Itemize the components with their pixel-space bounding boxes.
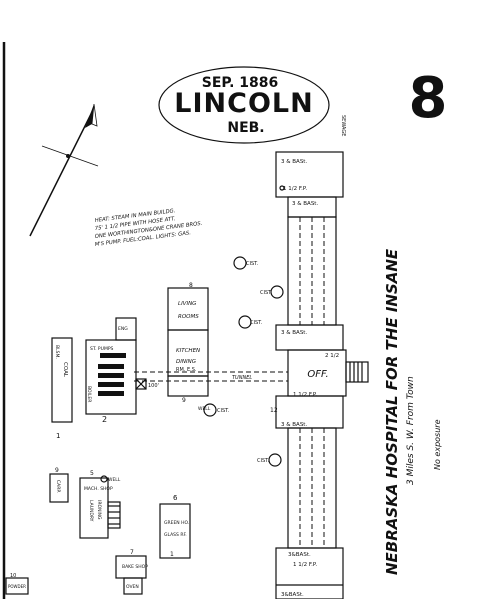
shops-cluster: CARP. 9 5 MACH. SHOP LAUNDRY IRONING WEL…	[49, 467, 121, 539]
label-glass-rf: GLASS RF.	[164, 532, 187, 538]
label-boiler: BOILER	[86, 386, 92, 402]
label-engine: ENG	[118, 326, 128, 332]
city-name: LINCOLN	[174, 88, 313, 119]
tunnel: TUNNEL	[134, 371, 288, 382]
number-1b: 1	[170, 551, 174, 558]
number-6: 6	[173, 494, 178, 502]
label-two-half: 2 1/2	[325, 353, 339, 359]
north-arrow-icon	[29, 103, 99, 237]
number-12: 12	[270, 407, 278, 414]
label-height: 100'	[148, 383, 159, 389]
number-10: 10	[10, 573, 16, 579]
number-2: 2	[102, 415, 107, 424]
label-basement-mid: 3 & BASt.	[281, 330, 307, 336]
bake-shop: 7 BAKE SHOP OVEN	[115, 549, 148, 595]
map-date: SEP. 1886	[202, 75, 279, 91]
label-rm: RM. E.S.	[176, 367, 197, 373]
powder-house: 10 POWDER	[5, 573, 29, 595]
map-distance: 3 Miles S. W. From Town	[406, 376, 416, 485]
label-basement-2: 3 & BASt.	[292, 201, 318, 207]
cisterns: CIST. CIST. CIST. CIST. CIST.	[203, 256, 284, 467]
label-powder: POWDER	[8, 584, 26, 589]
cistern-label-5: CIST.	[257, 458, 270, 464]
label-well-2: WELL	[108, 477, 121, 483]
cistern-label-4: CIST.	[217, 408, 230, 414]
label-kitchen: KITCHEN	[176, 348, 200, 354]
map-exposure: No exposure	[433, 419, 442, 470]
cistern-label-2: CIST.	[260, 290, 273, 296]
label-fp-top: 1 1/2 F.P.	[283, 186, 307, 192]
number-8: 8	[189, 282, 193, 289]
label-laundry: LAUNDRY	[88, 500, 94, 522]
label-st-pumps: ST. PUMPS	[90, 346, 114, 352]
margin-note: SEWAGE	[340, 115, 346, 136]
map-title: NEBRASKA HOSPITAL FOR THE INSANE	[383, 248, 401, 575]
label-well: WELL	[198, 406, 211, 412]
label-coal: COAL	[62, 362, 68, 378]
label-mach-shop: MACH. SHOP	[84, 486, 113, 492]
sheet-number: 8	[409, 66, 448, 131]
state-name: NEB.	[227, 120, 264, 136]
label-basement-top: 3 & BASt.	[281, 159, 307, 165]
label-blsm: BLSM.	[54, 345, 60, 359]
number-7: 7	[130, 549, 134, 556]
cistern-label-1: CIST.	[246, 261, 259, 267]
label-fp-mid: 1 1/2 F.P.	[293, 392, 317, 398]
number-9: 9	[182, 397, 186, 404]
notes-block: HEAT: STEAM IN MAIN BUILDG. 75' 1 1/2 PI…	[95, 208, 203, 248]
number-1: 1	[56, 432, 60, 440]
label-tunnel: TUNNEL	[232, 375, 252, 381]
cistern-label-3: CIST.	[250, 320, 263, 326]
label-green-ho: GREEN HO.	[164, 520, 189, 526]
number-5: 5	[90, 470, 94, 477]
label-living: LIVING	[178, 301, 196, 307]
label-basement-bottom: 3&BASt.	[288, 552, 311, 558]
label-ironing: IRONING	[96, 500, 102, 520]
kitchen-building: 8 LIVING ROOMS KITCHEN DINING RM. E.S. 9…	[167, 282, 211, 412]
hospital-main-building: 3 & BASt. 1 1/2 F.P. 3 & BASt. 3 & BASt.…	[275, 151, 369, 599]
label-oven: OVEN	[126, 584, 139, 590]
title-block: NEBRASKA HOSPITAL FOR THE INSANE 3 Miles…	[383, 248, 442, 575]
boiler-house: ST. PUMPS BOILER ENG 2 100'	[85, 317, 159, 424]
coal-shed: COAL BLSM. 1	[51, 337, 73, 440]
label-basement-low: 3 & BASt.	[281, 422, 307, 428]
label-rooms: ROOMS	[178, 314, 199, 320]
label-bake-shop: BAKE SHOP	[122, 564, 148, 570]
number-9b: 9	[55, 467, 59, 474]
label-office: OFF.	[307, 369, 328, 380]
city-oval: SEP. 1886 LINCOLN NEB.	[158, 66, 330, 144]
label-basement-end: 3&BASt.	[281, 592, 304, 598]
label-fp-bottom: 1 1/2 F.P.	[293, 562, 317, 568]
green-house: 6 GREEN HO. GLASS RF. 1	[159, 494, 191, 559]
label-dining: DINING	[176, 359, 196, 365]
label-carp: CARP.	[55, 480, 61, 493]
